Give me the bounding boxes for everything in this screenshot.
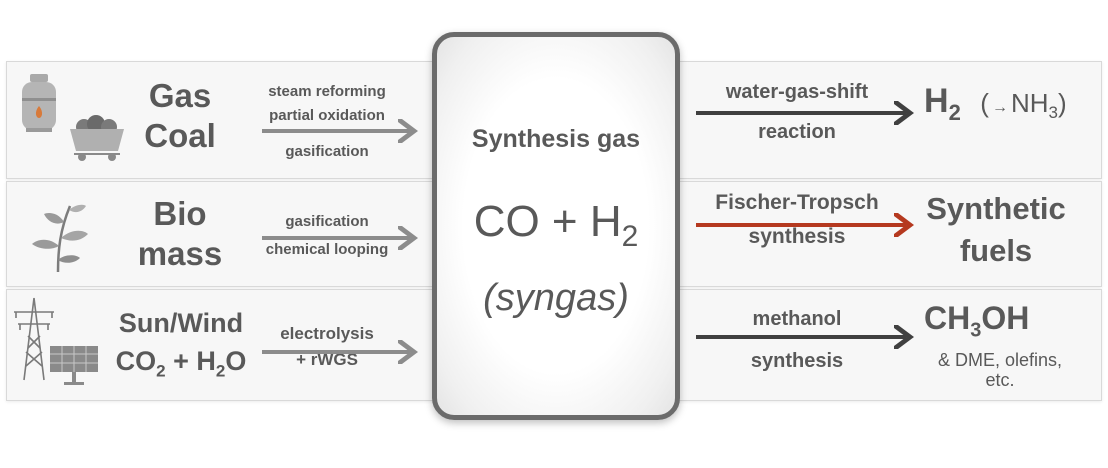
process-renewable: electrolysis + rWGS	[252, 322, 402, 372]
syngas-formula: CO + H2	[473, 197, 639, 253]
syngas-title: Synthesis gas	[471, 125, 641, 153]
source-gas-coal: Gas Coal	[130, 76, 230, 156]
process-fossil: steam reforming partial oxidation gasifi…	[252, 80, 402, 164]
product-nh3-note: (→NH3)	[980, 88, 1067, 123]
product-synthetic-fuels: Synthetic fuels	[916, 188, 1076, 272]
source-bio-label: Bio	[153, 195, 207, 232]
source-renewable: Sun/Wind CO2 + H2O	[96, 304, 266, 390]
process-water-gas-shift: water-gas-shift	[725, 81, 869, 103]
source-gas-label: Gas	[148, 77, 212, 114]
process-reaction: reaction	[758, 121, 836, 143]
process-biomass: gasification chemical looping	[252, 210, 402, 262]
source-co2-h2o-label: CO2 + H2O	[115, 346, 247, 381]
product-methanol-extra: & DME, olefins, etc.	[910, 350, 1090, 390]
syngas-box: Synthesis gas CO + H2 (syngas)	[432, 32, 680, 420]
process-steam-reforming: steam reforming	[268, 83, 386, 100]
source-sunwind-label: Sun/Wind	[118, 308, 244, 338]
process-gasification-bio: gasification	[285, 213, 369, 230]
product-etc: etc.	[985, 370, 1015, 390]
solar-panel-icon	[50, 346, 98, 385]
product-fuels: fuels	[959, 233, 1033, 268]
product-synthetic: Synthetic	[926, 191, 1066, 226]
source-biomass: Bio mass	[120, 194, 240, 274]
plant-icon	[32, 204, 88, 273]
process-methanol-synthesis: synthesis	[750, 350, 844, 372]
process-chemical-looping: chemical looping	[265, 241, 389, 258]
product-h2: H2 (→NH3)	[924, 82, 1067, 125]
product-methanol: CH3OH	[924, 300, 1030, 342]
power-pylon-icon	[14, 297, 54, 381]
syngas-alias: (syngas)	[483, 277, 629, 319]
source-mass-label: mass	[137, 235, 223, 272]
process-wgs: water-gas-shift reaction	[692, 72, 902, 152]
process-electrolysis: electrolysis	[280, 324, 374, 343]
process-methanol: methanol synthesis	[692, 298, 902, 382]
process-ft: Fischer-Tropsch synthesis	[686, 186, 908, 254]
process-gasification-coal: gasification	[285, 143, 369, 160]
source-coal-label: Coal	[144, 117, 216, 154]
gas-cylinder-icon	[22, 74, 56, 132]
coal-cart-icon	[70, 115, 124, 161]
process-fischer-tropsch: Fischer-Tropsch	[715, 191, 879, 214]
process-rwgs: + rWGS	[296, 350, 358, 369]
process-ft-synthesis: synthesis	[748, 225, 846, 248]
process-methanol-label: methanol	[752, 308, 842, 330]
process-partial-oxidation: partial oxidation	[269, 107, 385, 124]
product-dme-olefins: & DME, olefins,	[937, 350, 1063, 370]
